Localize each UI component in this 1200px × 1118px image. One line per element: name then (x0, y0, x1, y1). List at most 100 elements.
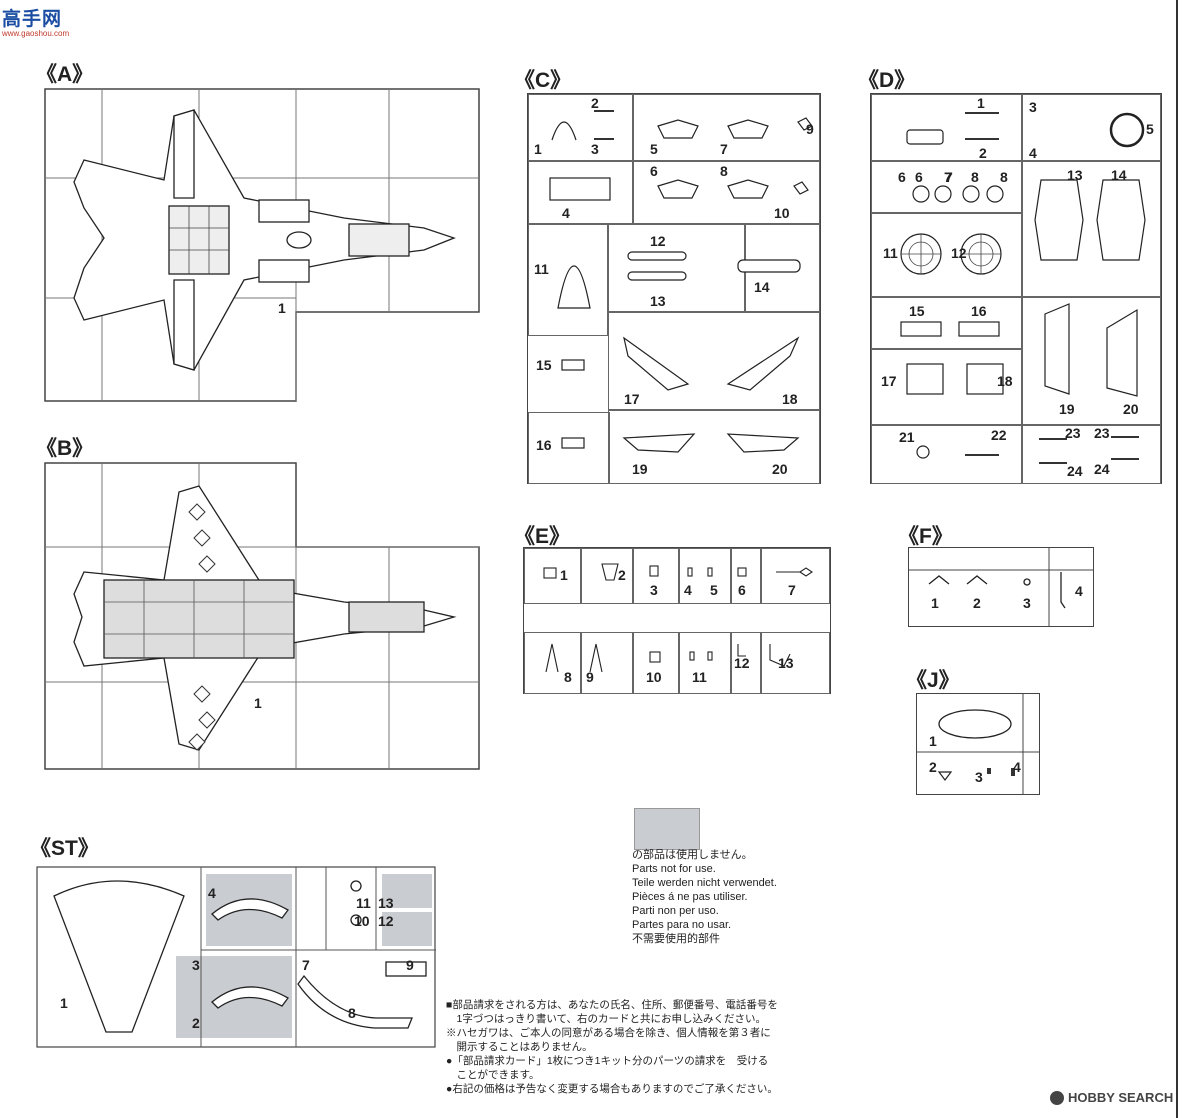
sprue-d-cell (1021, 94, 1161, 162)
sprue-b-runners (44, 462, 480, 770)
sprue-e-cell (730, 548, 762, 604)
sprue-d-part-8: 8 (971, 169, 979, 185)
watermark-text: HOBBY SEARCH (1068, 1090, 1174, 1105)
sprue-a-runners (44, 88, 480, 402)
sprue-j-part-4: 4 (1013, 759, 1021, 775)
sprue-d-cell (871, 160, 1023, 214)
sprue-e-part-1: 1 (560, 567, 568, 583)
sprue-e-title: 《E》 (514, 525, 571, 548)
sprue-st-part-12: 12 (378, 913, 394, 929)
sprue-st-part-1: 1 (60, 995, 68, 1011)
sprue-d-label-8b: 8 (1000, 169, 1008, 185)
sprue-d-part-15: 17 (881, 373, 897, 389)
sprue-e-part-3: 3 (650, 582, 658, 598)
sprue-d-part-1: 1 (977, 95, 985, 111)
sprue-c-cell (608, 410, 820, 484)
sprue-e-parts (543, 563, 813, 673)
sprue-d-part-5: 5 (1146, 121, 1154, 137)
sprue-f-part-2: 2 (973, 595, 981, 611)
sprue-d-part-21: 23 (1065, 425, 1081, 441)
sprue-d-part-17: 19 (1059, 401, 1075, 417)
sprue-e-cell (760, 632, 830, 694)
note-line: ※ハセガワは、ご本人の同意がある場合を除き、個人情報を第３者に (446, 1027, 771, 1039)
sprue-e-cell (678, 632, 732, 694)
sprue-j-parts (917, 694, 1039, 794)
sprue-e-cell (580, 632, 634, 694)
sprue-c-cell (632, 94, 820, 162)
unused-parts-legend: の部品は使用しません。 Parts not for use. Teile wer… (632, 848, 832, 946)
sprue-st-part-9: 9 (406, 957, 414, 973)
sprue-f-frame: 1 2 3 4 (908, 547, 1094, 627)
sprue-d-cell (871, 94, 1023, 162)
sprue-d-part-16: 18 (997, 373, 1013, 389)
sprue-d-label-23: 23 (1094, 425, 1110, 441)
sprue-d-label-24: 24 (1094, 461, 1110, 477)
sprue-st-runners (36, 866, 436, 1048)
note-line: ●右記の価格は予告なく変更する場合もありますのでご了承ください。 (446, 1083, 778, 1095)
sprue-c-cell (528, 224, 608, 336)
sprue-c-parts (549, 110, 813, 453)
sprue-d-cell (871, 348, 1023, 426)
sprue-d-cell (871, 212, 1023, 298)
sprue-f-part-4: 4 (1075, 583, 1083, 599)
sprue-d-part-6: 6 (915, 169, 923, 185)
sprue-c-part-6: 6 (650, 163, 658, 179)
sprue-d-part-14: 16 (971, 303, 987, 319)
sprue-f-title: 《F》 (898, 525, 953, 548)
sprue-e-cell (760, 548, 830, 604)
sprue-e-part-11: 11 (692, 669, 707, 685)
sprue-d-part-20: 22 (991, 427, 1007, 443)
sprue-e-cell (580, 548, 634, 604)
sprue-d-label-7b: 7 (944, 169, 952, 185)
sprue-d-part-2: 2 (979, 145, 987, 161)
sprue-e-part-5: 5 (710, 582, 718, 598)
sprue-a-frame: 1 (44, 88, 480, 402)
sprue-e-part-10: 10 (646, 669, 662, 685)
sprue-c-part-11: 11 (534, 261, 549, 277)
note-line: ■部品請求をされる方は、あなたの氏名、住所、郵便番号、電話番号を (446, 999, 778, 1011)
hobby-search-watermark: HOBBY SEARCH (1050, 1090, 1173, 1105)
legend-ja: の部品は使用しません。 (632, 849, 753, 861)
sprue-c-part-10: 10 (774, 205, 790, 221)
sprue-c-part-5: 5 (650, 141, 658, 157)
sprue-c-cell (608, 312, 820, 410)
sprue-c-part-17: 17 (624, 391, 640, 407)
sprue-d-part-7: 7 (945, 169, 953, 185)
sprue-e-frame: 1 2 3 4 5 6 7 8 9 10 11 12 13 (523, 547, 831, 694)
note-line: ●「部品請求カード」1枚につき1キット分のパーツの請求を 受ける (446, 1055, 769, 1067)
sprue-c-part-3: 3 (591, 141, 599, 157)
sprue-j-part-1: 1 (929, 733, 937, 749)
sprue-d-part-9: 11 (883, 245, 898, 261)
sprue-b-part-1-label: 1 (254, 695, 262, 711)
site-logo: 高手网 www.gaoshou.com (2, 4, 74, 38)
sprue-c-part-16: 16 (536, 437, 552, 453)
sprue-c-part-20: 20 (772, 461, 788, 477)
legend-en: Parts not for use. (632, 863, 716, 875)
sprue-c-cell (632, 160, 820, 224)
sprue-e-part-7: 7 (788, 582, 796, 598)
sprue-f-parts (909, 548, 1093, 626)
sprue-e-part-9: 9 (586, 669, 594, 685)
sprue-d-cell (871, 296, 1023, 350)
sprue-e-cell (678, 548, 732, 604)
sprue-e-part-6: 6 (738, 582, 746, 598)
sprue-d-part-10: 12 (951, 245, 967, 261)
unused-parts-swatch (634, 808, 700, 850)
sprue-d-part-4: 4 (1029, 145, 1037, 161)
note-line: ことができます。 (446, 1069, 540, 1081)
note-line: 1字づつはっきり書いて、右のカードと共にお申し込みください。 (446, 1013, 766, 1025)
sprue-d-part-19: 21 (899, 429, 915, 445)
sprue-d-cell (1021, 160, 1161, 298)
sprue-c-part-19: 19 (632, 461, 648, 477)
sprue-a-title: 《A》 (36, 63, 94, 86)
sprue-b-frame: 1 (44, 462, 480, 770)
sprue-e-cell (632, 632, 680, 694)
sprue-c-part-2: 2 (591, 95, 599, 111)
sprue-j-part-2: 2 (929, 759, 937, 775)
sprue-a-part-1-label: 1 (278, 300, 286, 316)
sprue-d-cell (1021, 424, 1161, 484)
sprue-b-title: 《B》 (36, 437, 94, 460)
sprue-e-part-13: 13 (778, 655, 794, 671)
sprue-c-cell (528, 412, 610, 484)
sprue-j-frame: 1 2 3 4 (916, 693, 1040, 795)
